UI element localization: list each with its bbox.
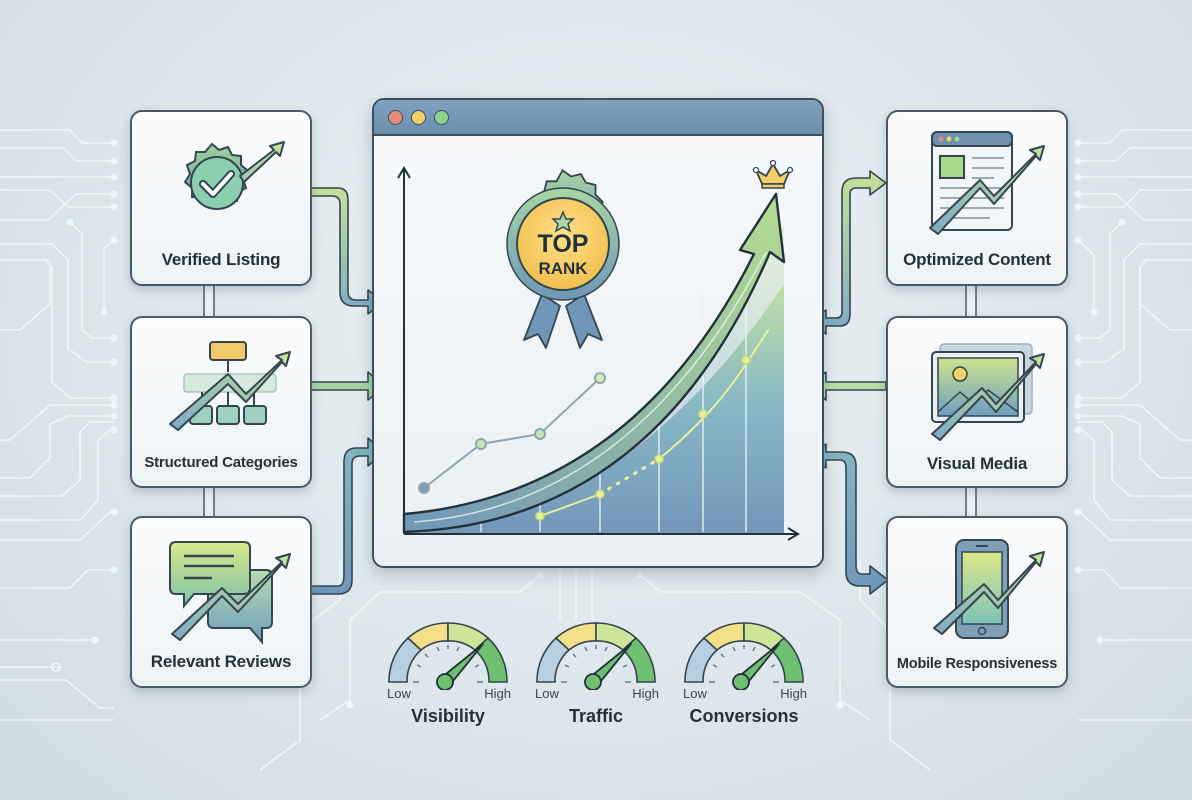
smartphone-icon — [933, 539, 1045, 639]
gauge-dial-icon — [536, 622, 656, 690]
gauge-dial-icon — [388, 622, 508, 690]
factor-label: Optimized Content — [903, 250, 1051, 269]
browser-window: TOP RANK — [372, 98, 824, 568]
gauge-name: Traffic — [568, 706, 624, 726]
factor-label: Relevant Reviews — [150, 652, 292, 671]
hierarchy-chart-icon — [169, 341, 291, 431]
window-maximize-button[interactable] — [434, 110, 449, 125]
factor-card-mobile-responsiveness: Mobile Responsiveness — [886, 516, 1068, 688]
window-minimize-button[interactable] — [411, 110, 426, 125]
gauge-name: Conversions — [689, 706, 799, 726]
gauge-traffic: Low High Traffic — [531, 610, 661, 730]
top-rank-badge: TOP RANK — [506, 169, 620, 349]
factor-card-visual-media: Visual Media — [886, 316, 1068, 488]
window-close-button[interactable] — [388, 110, 403, 125]
gauge-low-label: Low — [535, 686, 559, 701]
gauge-conversions: Low High Conversions — [679, 610, 809, 730]
factor-card-verified-listing: Verified Listing — [130, 110, 312, 286]
factor-card-optimized-content: Optimized Content — [886, 110, 1068, 286]
verified-badge-icon — [183, 141, 285, 210]
chat-bubbles-icon — [169, 541, 291, 645]
gauge-dial-icon — [684, 622, 804, 690]
gauge-high-label: High — [632, 686, 659, 701]
web-page-icon — [929, 131, 1045, 235]
svg-text:RANK: RANK — [538, 259, 588, 278]
growth-chart: TOP RANK — [397, 159, 800, 541]
crown-icon — [752, 159, 794, 189]
gauge-visibility: Low High Visibility — [383, 610, 513, 730]
factor-label: Visual Media — [926, 454, 1028, 473]
star-icon — [551, 210, 575, 233]
image-gallery-icon — [931, 343, 1045, 441]
gauge-name: Visibility — [411, 706, 485, 726]
browser-title-bar — [374, 100, 822, 136]
factor-card-structured-categories: Structured Categories — [130, 316, 312, 488]
gauge-high-label: High — [484, 686, 511, 701]
gauge-low-label: Low — [683, 686, 707, 701]
gauge-high-label: High — [780, 686, 807, 701]
factor-label: Mobile Responsiveness — [896, 656, 1058, 672]
gauge-low-label: Low — [387, 686, 411, 701]
factor-card-relevant-reviews: Relevant Reviews — [130, 516, 312, 688]
svg-text:TOP: TOP — [538, 230, 589, 258]
factor-label: Structured Categories — [144, 454, 298, 471]
factor-label: Verified Listing — [161, 250, 281, 269]
